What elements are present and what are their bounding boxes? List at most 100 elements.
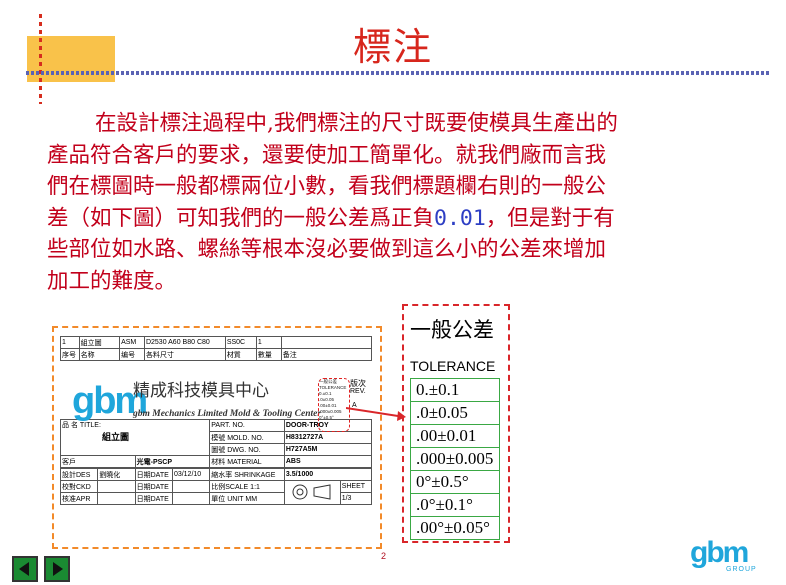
body-line: 加工的難度。: [47, 268, 177, 294]
body-paragraph: 在設計標注過程中,我們標注的尺寸既要使模具生產出的 產品符合客戶的要求，還要使加…: [47, 108, 737, 297]
company-name-en: gbm Mechanics Limited Mold & Tooling Cen…: [133, 409, 322, 419]
table-cell: 1: [60, 336, 80, 349]
mini-tol-line: TOLERANCE: [319, 385, 347, 390]
mini-tol-rev-en: REV.: [350, 388, 366, 395]
tolerance-row: .0±0.05: [410, 402, 500, 425]
table-cell: ASM: [119, 336, 145, 349]
table-header: 名称: [78, 348, 121, 361]
table-cell: 日期DATE: [134, 468, 173, 481]
table-cell: 光電-PSCP: [134, 455, 211, 468]
title-block-sign-table: 設計DES 劉曉化 日期DATE 03/12/10 縮水率 SHRINKAGE …: [59, 468, 373, 505]
previous-slide-button[interactable]: [12, 556, 38, 582]
table-cell: PART. NO.: [209, 419, 285, 432]
table-cell: 客戶: [60, 455, 136, 468]
part-name-label: 品 名 TITLE:: [62, 422, 101, 429]
table-cell: 3.5/1000: [283, 468, 373, 481]
mini-tol-line: .0±0.05: [319, 397, 334, 402]
title-block: 1 組立圖 ASM D2530 A60 B80 C80 SS0C 1 序号 名称…: [59, 336, 373, 536]
tolerance-row: 0°±0.5°: [410, 471, 500, 494]
mini-tol-rev-label: 版次: [350, 379, 366, 388]
table-cell: D2530 A60 B80 C80: [143, 336, 226, 349]
mini-tol-heading: 一般公差: [319, 379, 337, 384]
table-header: 备注: [280, 348, 373, 361]
page-number: 2: [381, 551, 387, 561]
table-row: 圖號 DWG. NO. H727A5M: [61, 443, 373, 456]
table-header: 各料尺寸: [143, 348, 226, 361]
table-cell: 比例SCALE 1:1: [209, 480, 285, 493]
table-cell: SS0C: [224, 336, 257, 349]
table-cell: 1: [255, 336, 282, 349]
footer-gbm-logo: gbm: [690, 536, 749, 569]
table-cell: [97, 492, 136, 505]
mini-tol-line: .000±0.005: [319, 409, 342, 414]
scale-label: 比例SCALE: [211, 483, 249, 491]
table-cell: [97, 480, 136, 493]
tolerance-row: 0.±0.1: [410, 378, 500, 402]
mini-tol-line: 0°±0.5°: [319, 415, 334, 420]
table-row: 模號 MOLD. NO. H8312727A: [61, 431, 373, 444]
body-line: 差（如下圖）可知我們的一般公差爲正負0.01，但是對于有: [47, 203, 737, 235]
tolerance-row: .000±0.005: [410, 448, 500, 471]
table-cell: 日期DATE: [134, 480, 173, 493]
part-name: 組立圖: [102, 432, 130, 442]
title-block-frame: [52, 326, 382, 549]
projection-symbol-cell: [283, 480, 341, 505]
body-line: 在設計標注過程中,我們標注的尺寸既要使模具生產出的: [95, 111, 618, 136]
triangle-right-icon: [53, 562, 63, 576]
tolerance-value: 0.01: [434, 205, 486, 231]
header-rule: [26, 71, 770, 75]
slide-title: 標注: [352, 25, 433, 69]
body-line: 們在標圖時一般都標兩位小數，看我們標題欄右則的一般公: [47, 174, 607, 199]
unit-label: 單位 UNIT: [211, 495, 244, 503]
table-cell: ABS: [283, 455, 373, 468]
table-cell: 模號 MOLD. NO.: [209, 431, 285, 444]
table-cell: 校對CKD: [59, 480, 99, 493]
table-header: 材質: [224, 348, 257, 361]
table-cell: 核准APR: [59, 492, 99, 505]
table-cell: SHEET: [339, 480, 373, 493]
body-line: 些部位如水路、螺絲等根本沒必要做到這么小的公差來增加: [47, 237, 607, 262]
table-cell: 圖號 DWG. NO.: [209, 443, 285, 456]
mini-tolerance-highlight: 一般公差 TOLERANCE 0.±0.1 .0±0.05 .00±0.01 .…: [318, 378, 350, 432]
title-cell: 品 名 TITLE: 組立圖: [59, 419, 211, 456]
tolerance-panel-frame: [402, 304, 510, 543]
tolerance-row: .0°±0.1°: [410, 494, 500, 517]
table-cell: [280, 336, 373, 349]
table-cell: 03/12/10: [171, 468, 211, 481]
table-header: 编号: [119, 348, 145, 361]
body-line: 產品符合客戶的要求，還要使加工簡單化。就我們廠而言我: [47, 142, 607, 168]
table-row: 客戶 光電-PSCP 材料 MATERIAL ABS: [60, 455, 373, 468]
mini-tol-line: .00±0.01: [319, 403, 337, 408]
tolerance-row: .00±0.01: [410, 425, 500, 448]
mini-tol-letter: A: [352, 402, 357, 409]
scale-value: 1:1: [250, 483, 260, 491]
table-row: 序号 名称 编号 各料尺寸 材質 數量 备注: [60, 348, 373, 361]
table-row: 校對CKD 日期DATE 比例SCALE 1:1 SHEET: [59, 480, 373, 505]
next-slide-button[interactable]: [44, 556, 70, 582]
tolerance-table: 0.±0.1 .0±0.05 .00±0.01 .000±0.005 0°±0.…: [410, 378, 500, 540]
table-cell: 1/3: [339, 492, 373, 505]
body-text-span: 差（如下圖）可知我們的一般公差爲正負: [47, 205, 435, 231]
callout-arrow-icon: [346, 407, 406, 421]
table-cell: 材料 MATERIAL: [209, 455, 285, 468]
table-cell: 設計DES: [59, 468, 99, 481]
header-accent-dots: [39, 14, 42, 104]
tolerance-heading: 一般公差: [410, 318, 494, 342]
table-cell: 日期DATE: [134, 492, 173, 505]
projection-symbol-icon: [292, 483, 331, 500]
table-header: 數量: [255, 348, 282, 361]
title-block-top-table: 1 組立圖 ASM D2530 A60 B80 C80 SS0C 1 序号 名称…: [60, 336, 373, 361]
triangle-left-icon: [19, 562, 29, 576]
unit-value: MM: [245, 495, 258, 503]
footer-group-label: GROUP: [726, 566, 757, 573]
table-row: 設計DES 劉曉化 日期DATE 03/12/10 縮水率 SHRINKAGE …: [59, 468, 373, 481]
table-cell: H727A5M: [283, 443, 373, 456]
gbm-logo: gbm: [72, 380, 148, 422]
table-cell: [171, 480, 211, 493]
table-cell: 單位 UNIT MM: [209, 492, 285, 505]
tolerance-heading-en: TOLERANCE: [410, 358, 496, 374]
table-cell: H8312727A: [283, 431, 373, 444]
table-cell: 劉曉化: [97, 468, 136, 481]
company-name-cn: 精成科技模具中心: [133, 381, 269, 401]
body-text-span: ，但是對于有: [485, 205, 615, 231]
